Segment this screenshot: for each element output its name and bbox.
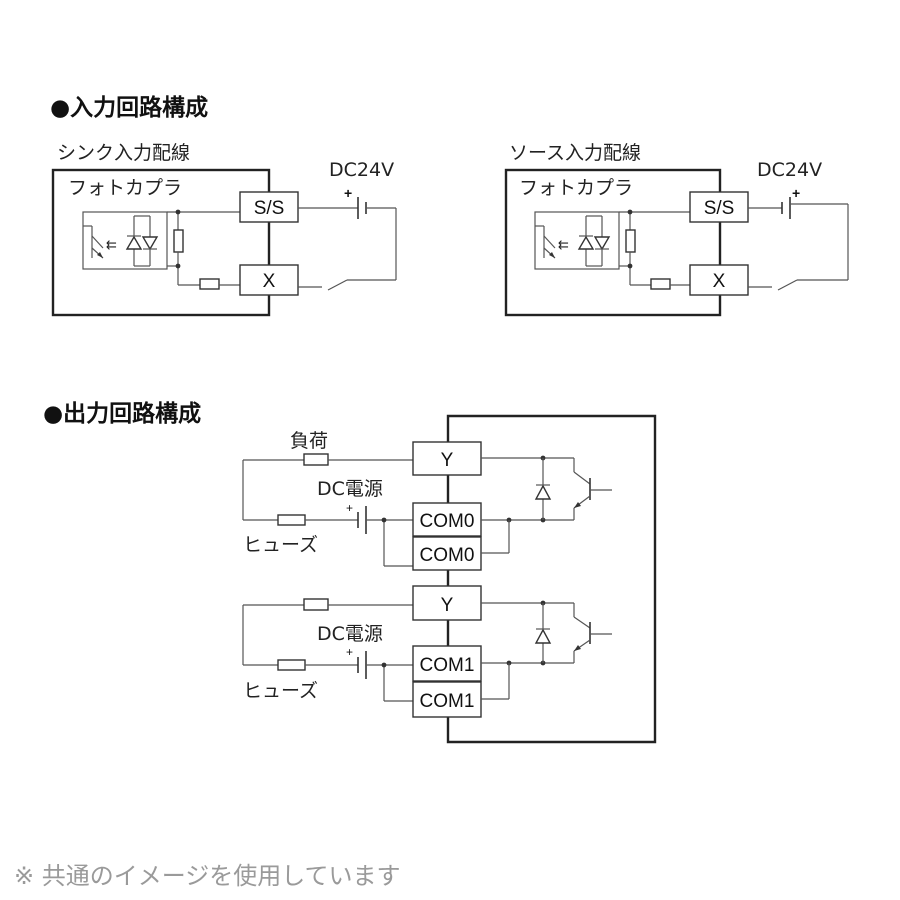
group0-fuse-icon	[277, 514, 306, 526]
load-label: 負荷	[290, 430, 328, 452]
source-plus-mark: +	[792, 185, 800, 201]
group1-load-icon	[303, 598, 329, 611]
group1-y-terminal	[412, 585, 482, 621]
output-group-1: DC電源 ヒューズ + Y COM1 COM1	[242, 585, 612, 718]
group1-com-terminal-a	[412, 645, 482, 682]
source-led-icon	[577, 235, 595, 250]
group0-plus-mark: +	[346, 501, 353, 515]
sink-ss-terminal	[239, 191, 299, 223]
source-led-icon-2	[593, 236, 611, 251]
footer-note: ※ 共通のイメージを使用しています	[14, 862, 401, 890]
source-module-frame	[504, 168, 722, 317]
sink-led-icon-2	[141, 236, 159, 251]
group0-y-terminal	[412, 441, 482, 476]
group0-com-a-label: COM0	[420, 511, 475, 532]
output-module-frame	[446, 414, 657, 744]
group1-com-a-label: COM1	[420, 655, 475, 676]
sink-light-arrow-icon: ⇇	[106, 238, 117, 253]
group0-load-icon	[303, 453, 329, 466]
source-photocoupler-box	[534, 211, 620, 270]
sink-plus-mark: +	[344, 185, 352, 201]
group1-plus-mark: +	[346, 645, 353, 659]
output-group-0: 負荷 DC電源 ヒューズ + Y COM0 COM0	[242, 430, 612, 571]
group1-fuse-label: ヒューズ	[243, 680, 318, 702]
source-caption: ソース入力配線	[509, 142, 641, 164]
sink-x-terminal	[239, 264, 299, 296]
source-x-terminal	[689, 264, 749, 296]
source-series-resistor-icon	[650, 278, 671, 290]
sink-ss-label: S/S	[254, 198, 285, 219]
sink-input-diagram: シンク入力配線 フォトカプラ ⇇ S/S X	[51, 142, 397, 317]
group0-fuse-label: ヒューズ	[243, 534, 318, 556]
source-ss-terminal	[689, 191, 749, 223]
group0-com-b-label: COM0	[420, 545, 475, 566]
source-input-diagram: ソース入力配線 フォトカプラ ⇇ S/S X	[504, 142, 849, 317]
group1-diode-icon	[534, 628, 552, 644]
sink-led-icon	[125, 235, 143, 250]
sink-resistor-icon	[173, 229, 184, 253]
source-resistor-icon	[625, 229, 636, 253]
group1-com-b-label: COM1	[420, 691, 475, 712]
sink-caption: シンク入力配線	[57, 142, 190, 164]
group0-y-label: Y	[441, 450, 454, 471]
group1-fuse-icon	[277, 659, 306, 671]
source-ss-label: S/S	[704, 198, 735, 219]
group1-com-terminal-b	[412, 681, 482, 718]
sink-photocoupler-box	[82, 211, 168, 270]
source-dc-label: DC24V	[757, 159, 822, 181]
group1-dc-label: DC電源	[317, 623, 383, 645]
output-section-title: ●出力回路構成	[43, 400, 201, 427]
sink-switch-icon	[327, 279, 348, 291]
sink-series-resistor-icon	[199, 278, 220, 290]
source-switch-icon	[777, 279, 798, 291]
sink-module-frame	[51, 168, 271, 317]
source-photocoupler-label: フォトカプラ	[519, 177, 633, 199]
input-section-title: ●入力回路構成	[50, 94, 208, 121]
group0-diode-icon	[534, 484, 552, 500]
sink-dc-label: DC24V	[329, 159, 394, 181]
sink-photocoupler-label: フォトカプラ	[68, 177, 182, 199]
group0-dc-label: DC電源	[317, 478, 383, 500]
source-light-arrow-icon: ⇇	[558, 238, 569, 253]
source-x-label: X	[713, 271, 726, 292]
group1-y-label: Y	[441, 595, 454, 616]
sink-x-label: X	[263, 271, 276, 292]
